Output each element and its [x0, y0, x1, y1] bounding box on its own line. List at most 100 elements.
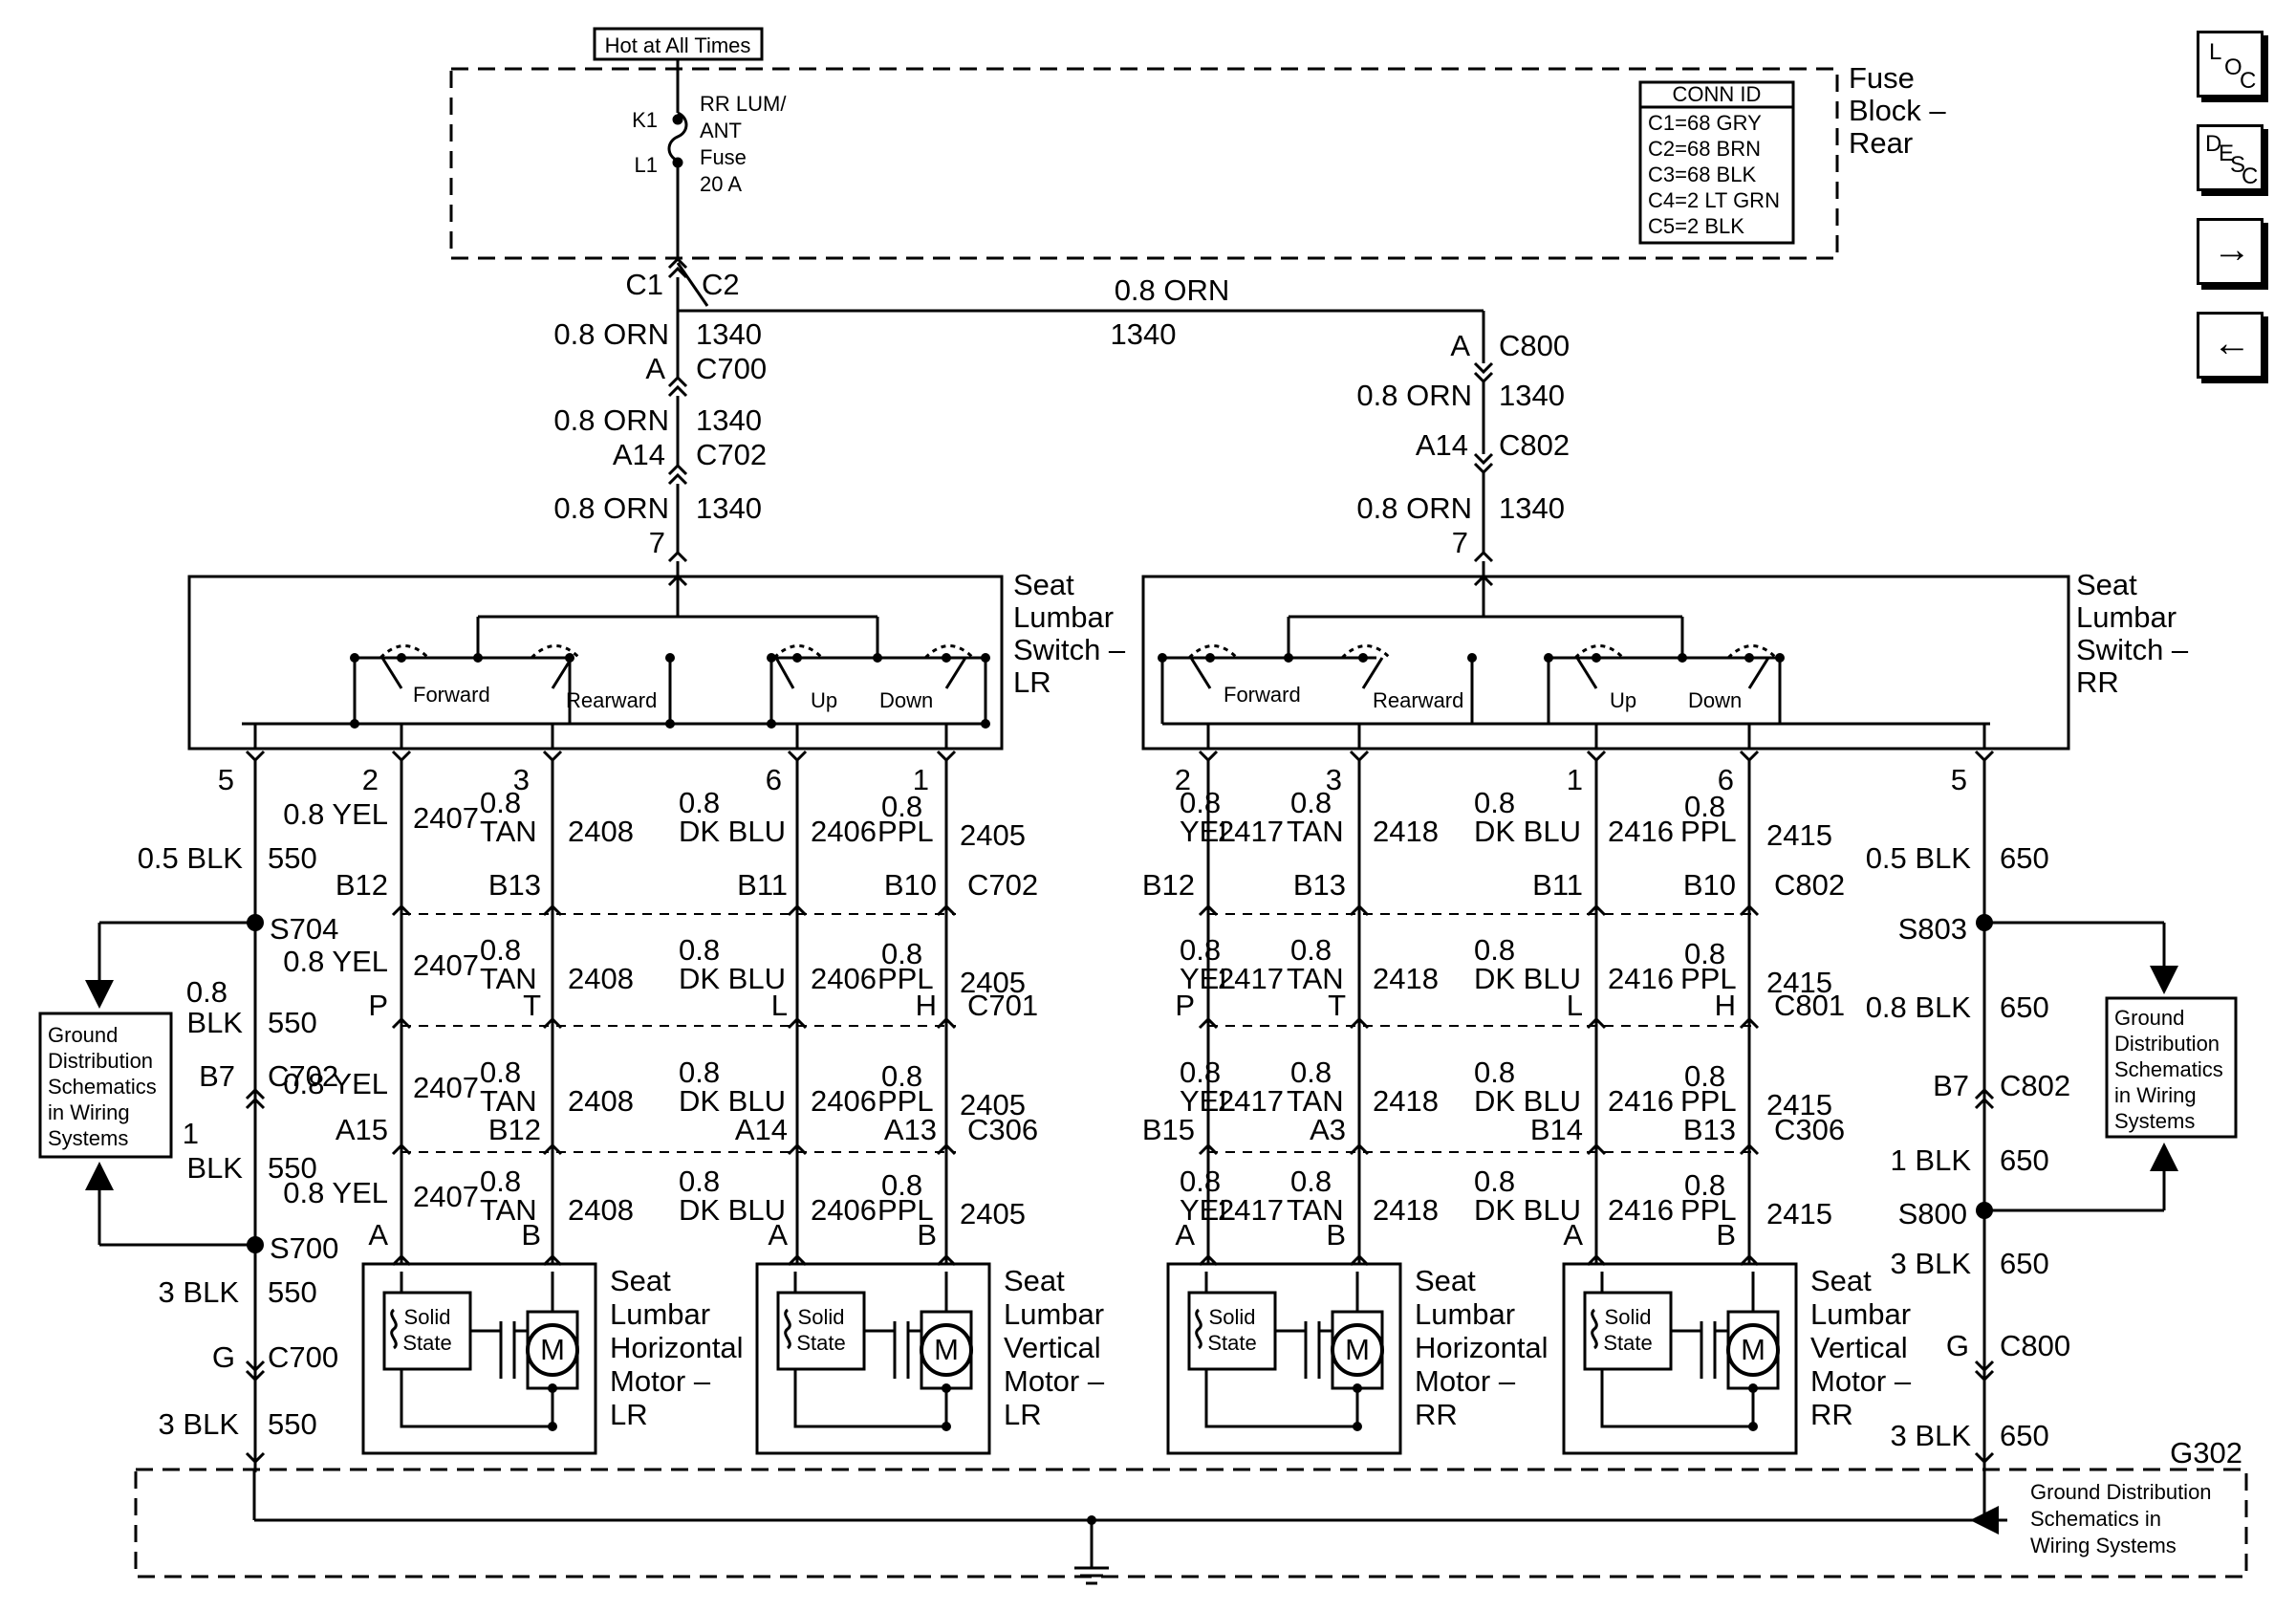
conn-id-title: CONN ID — [1673, 82, 1762, 106]
switch-contact — [1467, 653, 1477, 663]
feed-circuit: 1340 — [1499, 491, 1565, 525]
connector-chevron — [1349, 750, 1370, 763]
gnd-conn: C802 — [2000, 1069, 2070, 1102]
wire-color: DK BLU — [679, 962, 786, 995]
motor-name: Vertical — [1004, 1331, 1101, 1364]
pin-label: A14 — [735, 1113, 788, 1146]
motor-node — [1748, 1383, 1758, 1393]
pin-number: 1 — [1567, 763, 1583, 796]
gnd-circuit: 550 — [268, 1407, 317, 1441]
gnd-wire: 0.8 BLK — [1866, 991, 1972, 1024]
motor-name: LR — [1004, 1398, 1042, 1431]
conn-id-row: C4=2 LT GRN — [1648, 188, 1780, 212]
motor-name: RR — [1415, 1398, 1458, 1431]
pin-label: T — [523, 989, 541, 1022]
motor-box-2 — [755, 1262, 991, 1455]
pin-number: 2 — [362, 763, 379, 796]
connector-chevron — [1586, 903, 1607, 917]
connector-chevron — [936, 1016, 957, 1030]
wire-color: 0.8 YEL — [283, 1067, 388, 1100]
connector-chevron — [1739, 1253, 1760, 1267]
pin-number: 3 — [1326, 763, 1342, 796]
connector-label: C801 — [1774, 989, 1845, 1022]
solid-state-text: Solid — [798, 1305, 845, 1329]
feed-pin: A14 — [613, 438, 665, 471]
motor-m: M — [1345, 1333, 1370, 1366]
circuit-number: 2405 — [960, 1088, 1026, 1121]
wire-size: 0.8 — [881, 790, 922, 823]
connector-chevron — [1198, 1143, 1219, 1156]
fuse-block-name: Fuse — [1849, 61, 1915, 95]
connector-chevron — [1586, 1143, 1607, 1156]
ground-node — [1980, 1515, 1989, 1525]
switch-contact — [767, 653, 776, 663]
wire-size: 0.8 — [1684, 1059, 1725, 1093]
connector-chevron — [936, 750, 957, 763]
switch-forward: Forward — [413, 683, 490, 707]
splice-label: S800 — [1898, 1197, 1967, 1230]
gd-box-text: Systems — [48, 1126, 128, 1150]
gnd-pin: G — [1946, 1329, 1969, 1362]
wire-size: 0.8 — [1684, 790, 1725, 823]
gd-box-text: Distribution — [2114, 1032, 2220, 1056]
connector-chevron — [936, 1143, 957, 1156]
connector-chevron — [1198, 750, 1219, 763]
wire-size: 0.8 — [1180, 1056, 1221, 1089]
motor-node — [1353, 1383, 1362, 1393]
wire-size: 0.8 — [480, 1165, 521, 1198]
motor-box-4 — [1562, 1262, 1798, 1455]
feed-top-wire: 0.8 ORN — [1115, 273, 1230, 307]
desc-button[interactable]: D E S C — [2197, 124, 2264, 191]
wire-color: DK BLU — [1474, 1193, 1581, 1227]
circuit-number: 2415 — [1766, 1088, 1832, 1121]
connector-chevron — [542, 1016, 563, 1030]
fuse-text: 20 A — [700, 172, 742, 196]
wire-color: PPL — [1680, 1084, 1737, 1118]
wire-color: DK BLU — [679, 815, 786, 848]
connector-chevron — [1974, 1369, 1995, 1382]
connector-chevron — [391, 1143, 412, 1156]
c1-label: C1 — [625, 268, 663, 301]
gd-box-text: Schematics — [48, 1075, 157, 1099]
connector-chevron — [1974, 1087, 1995, 1100]
pin-label: B11 — [737, 868, 788, 902]
wire-color: PPL — [877, 815, 934, 848]
wire-color: YEL — [1180, 815, 1236, 848]
solid-state-text: Solid — [1605, 1305, 1652, 1329]
fuse-text: RR LUM/ — [700, 92, 787, 116]
fuse-block-name: Rear — [1849, 126, 1913, 160]
motor-name: Lumbar — [610, 1297, 710, 1331]
wire-color: TAN — [480, 962, 537, 995]
circuit-number: 2405 — [960, 966, 1026, 999]
conn-id-row: C3=68 BLK — [1648, 163, 1756, 186]
wire-color: PPL — [877, 962, 934, 995]
wire-size: 0.8 — [1180, 933, 1221, 967]
circuit-number: 2405 — [960, 818, 1026, 852]
motor-node — [1748, 1422, 1758, 1431]
connector-chevron — [542, 750, 563, 763]
wire-color: DK BLU — [1474, 1084, 1581, 1118]
solid-state-text: Solid — [1209, 1305, 1256, 1329]
gnd-wire: 3 BLK — [1891, 1419, 1972, 1452]
switch-lr-name: Switch – — [1013, 633, 1126, 666]
switch-contact — [1544, 653, 1553, 663]
next-button[interactable]: → — [2197, 218, 2264, 285]
loc-button[interactable]: L O C — [2197, 31, 2264, 98]
gnd-circuit: 550 — [268, 841, 317, 875]
switch-contact — [873, 653, 882, 663]
wire-size: 0.8 — [881, 1168, 922, 1202]
wire-color: DK BLU — [1474, 815, 1581, 848]
pin-label: B — [917, 1218, 937, 1252]
connector-chevron — [1586, 1253, 1607, 1267]
motor-wiring — [793, 1272, 948, 1428]
pin-label: B — [1326, 1218, 1346, 1252]
loc-o: O — [2224, 54, 2242, 80]
connector-chevron — [1739, 750, 1760, 763]
prev-button[interactable]: ← — [2197, 312, 2264, 379]
circuit-number: 2406 — [811, 815, 877, 848]
switch-contact — [1592, 653, 1601, 663]
wire-color: DK BLU — [679, 1084, 786, 1118]
wire-size: 0.8 — [1290, 933, 1332, 967]
connector-chevron — [245, 1087, 266, 1100]
wire-color: TAN — [480, 815, 537, 848]
